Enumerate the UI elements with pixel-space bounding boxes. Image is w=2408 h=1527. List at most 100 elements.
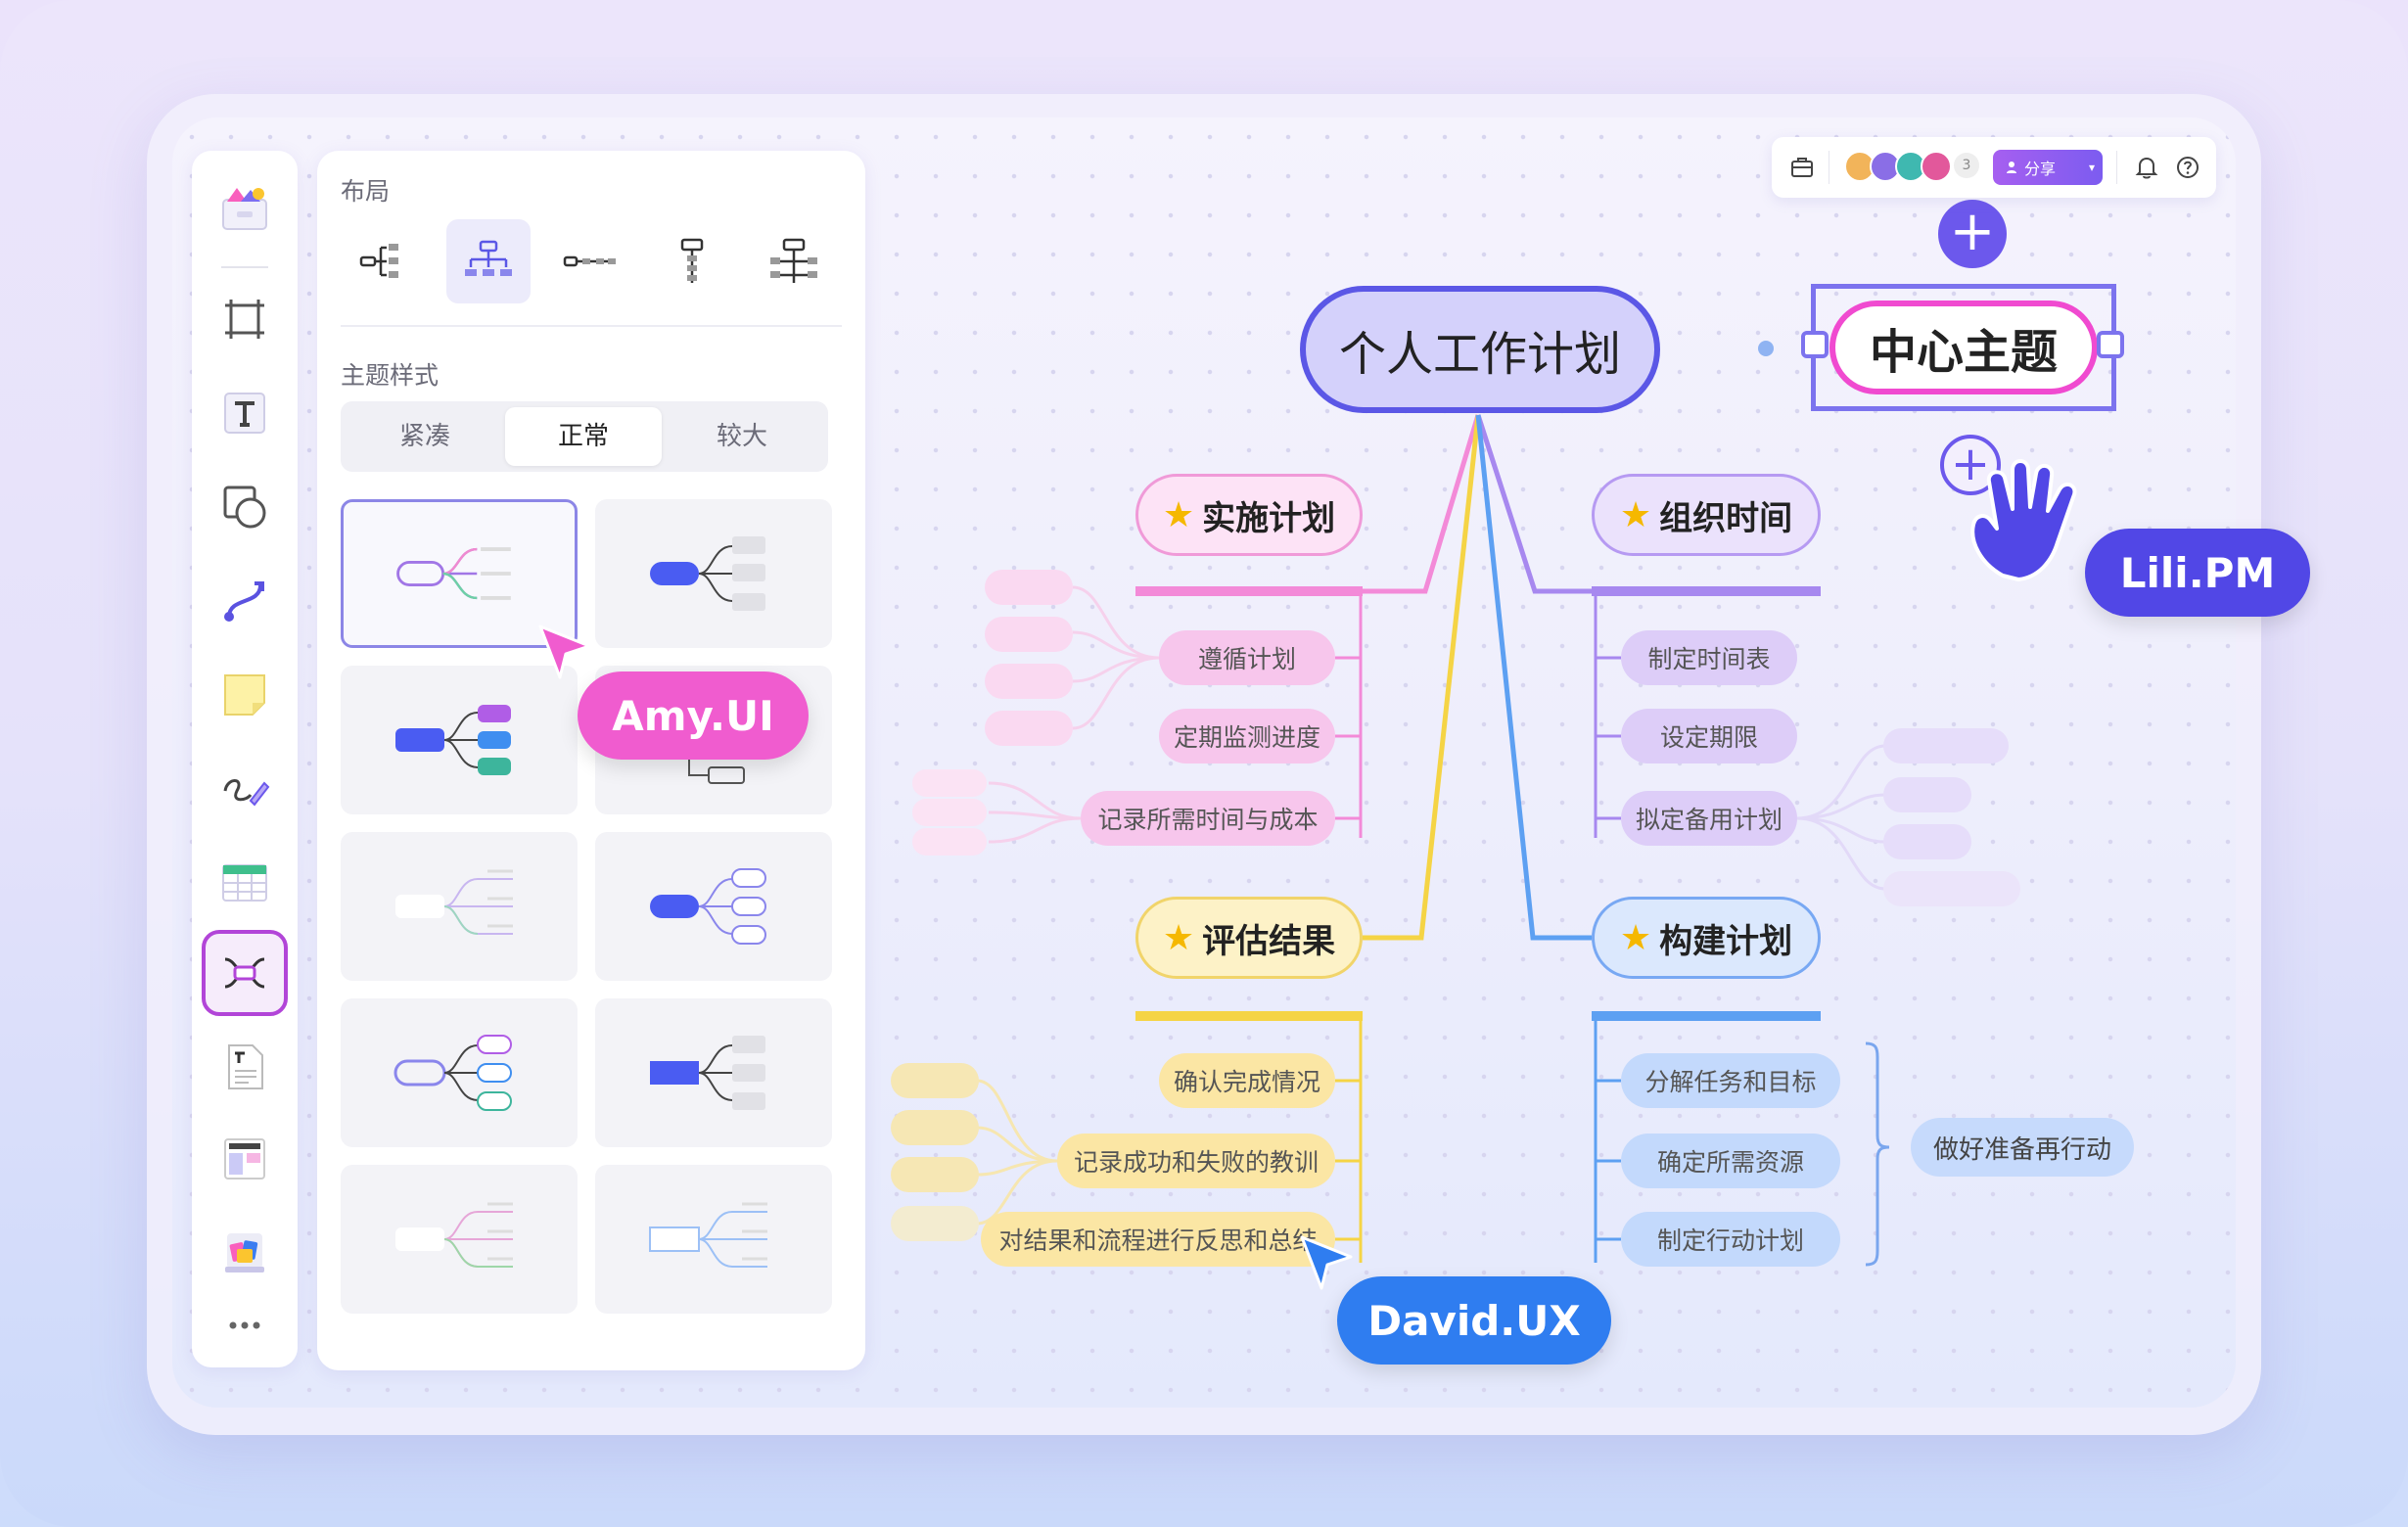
layout-vertical[interactable] [650, 219, 734, 303]
layout-icon[interactable] [206, 1124, 284, 1194]
branch-label: 实施计划 [1202, 498, 1336, 538]
resize-handle-right[interactable] [2097, 331, 2124, 358]
frame-icon[interactable] [206, 284, 284, 354]
subtopic[interactable]: 记录成功和失败的教训 [1057, 1134, 1335, 1188]
branch-topic[interactable]: ★评估结果 [1135, 897, 1363, 979]
cursor-pointer-icon [1300, 1235, 1353, 1290]
theme-thumb-3[interactable] [341, 666, 578, 814]
subtopic[interactable]: 制定行动计划 [1621, 1212, 1840, 1267]
sticky-note-icon[interactable] [206, 660, 284, 730]
chevron-down-icon[interactable]: ▾ [2088, 161, 2095, 174]
branch-label: 评估结果 [1202, 921, 1336, 961]
shape-icon[interactable] [206, 472, 284, 542]
density-normal[interactable]: 正常 [505, 407, 662, 466]
summary-topic[interactable]: 做好准备再行动 [1911, 1118, 2134, 1177]
density-large[interactable]: 较大 [716, 422, 767, 451]
resize-handle-left[interactable] [1801, 331, 1829, 358]
center-topic[interactable]: 中心主题 [1829, 301, 2098, 394]
ghost-pill [891, 1110, 979, 1145]
top-right-bar: 3 分享 ▾ [1772, 137, 2216, 198]
ghost-pill [1883, 824, 1971, 859]
subtopic[interactable]: 制定时间表 [1621, 630, 1797, 685]
ghost-pill [912, 799, 987, 826]
selection-box: 中心主题 [1811, 284, 2116, 411]
theme-thumb-8[interactable] [595, 998, 832, 1147]
more-icon[interactable] [206, 1290, 284, 1361]
hand-cursor-icon [1970, 459, 2077, 581]
share-label: 分享 [2024, 160, 2057, 178]
briefcase-icon[interactable] [1785, 151, 1819, 184]
stickers-icon[interactable] [206, 1218, 284, 1288]
star-icon: ★ [1619, 494, 1652, 535]
connection-dot[interactable] [1758, 341, 1774, 356]
theme-thumb-9[interactable] [341, 1165, 578, 1314]
theme-thumb-1[interactable] [341, 499, 578, 648]
theme-thumb-6[interactable] [595, 832, 832, 981]
star-icon: ★ [1162, 494, 1195, 535]
subtopic[interactable]: 记录所需时间与成本 [1081, 791, 1335, 846]
table-icon[interactable] [206, 848, 284, 918]
document-icon[interactable] [206, 1032, 284, 1102]
ghost-pill [985, 617, 1073, 652]
subtopic[interactable]: 分解任务和目标 [1621, 1053, 1840, 1108]
theme-thumb-5[interactable] [341, 832, 578, 981]
user-add-icon [2007, 162, 2016, 173]
bell-icon[interactable] [2130, 151, 2163, 184]
subtopic[interactable]: 对结果和流程进行反思和总结 [981, 1212, 1335, 1267]
branch-topic[interactable]: ★实施计划 [1135, 474, 1363, 556]
toolbar-divider [221, 266, 268, 268]
ghost-pill [985, 664, 1073, 699]
templates-icon[interactable] [206, 172, 284, 243]
root-topic[interactable]: 个人工作计划 [1300, 286, 1660, 413]
subtopic[interactable]: 确认完成情况 [1159, 1053, 1335, 1108]
layout-tree-table[interactable] [752, 219, 836, 303]
pen-icon[interactable] [206, 754, 284, 824]
help-icon[interactable] [2171, 151, 2204, 184]
format-panel: 布局 主题样式 紧凑 正常 较大 [317, 151, 865, 1370]
collaborator-label-lili: Lili.PM [2085, 529, 2310, 617]
branch-topic[interactable]: ★构建计划 [1592, 897, 1821, 979]
ghost-pill [1883, 728, 2009, 764]
ghost-pill [912, 828, 987, 856]
theme-thumb-2[interactable] [595, 499, 832, 648]
collaborator-count[interactable]: 3 [1954, 153, 1979, 178]
ghost-pill [891, 1063, 979, 1098]
ghost-pill [985, 711, 1073, 746]
ghost-pill [1883, 871, 2020, 906]
connector-icon[interactable] [206, 566, 284, 636]
share-button[interactable]: 分享 ▾ [1993, 150, 2103, 185]
layout-org-chart[interactable] [446, 219, 531, 303]
cursor-pointer-icon [538, 625, 591, 679]
branch-label: 构建计划 [1659, 921, 1793, 961]
mindmap-icon[interactable] [202, 930, 288, 1016]
density-segmented-control: 紧凑 正常 较大 [341, 401, 828, 472]
add-topic-button[interactable]: + [1938, 200, 2007, 268]
panel-divider [341, 325, 842, 327]
density-compact[interactable]: 紧凑 [398, 422, 450, 451]
ghost-pill [912, 769, 987, 797]
ghost-pill [1883, 777, 1971, 812]
collaborator-label-david: David.UX [1337, 1276, 1611, 1365]
layout-timeline[interactable] [548, 219, 632, 303]
ghost-pill [891, 1157, 979, 1192]
subtopic[interactable]: 确定所需资源 [1621, 1134, 1840, 1188]
theme-style-label: 主题样式 [341, 361, 440, 390]
star-icon: ★ [1162, 917, 1195, 958]
layout-left-tree[interactable] [345, 219, 429, 303]
subtopic[interactable]: 拟定备用计划 [1621, 791, 1797, 846]
subtopic[interactable]: 遵循计划 [1159, 630, 1335, 685]
star-icon: ★ [1619, 917, 1652, 958]
ghost-pill [985, 570, 1073, 605]
theme-thumb-10[interactable] [595, 1165, 832, 1314]
ghost-pill [891, 1206, 979, 1241]
subtopic[interactable]: 定期监测进度 [1159, 709, 1335, 764]
add-subtopic-button[interactable]: + [1940, 435, 2001, 495]
branch-topic[interactable]: ★组织时间 [1592, 474, 1821, 556]
bar-divider [2116, 151, 2117, 184]
subtopic[interactable]: 设定期限 [1621, 709, 1797, 764]
avatar[interactable] [1921, 151, 1952, 182]
branch-label: 组织时间 [1659, 498, 1793, 538]
theme-thumb-7[interactable] [341, 998, 578, 1147]
left-toolbar [192, 151, 298, 1367]
text-icon[interactable] [206, 378, 284, 448]
